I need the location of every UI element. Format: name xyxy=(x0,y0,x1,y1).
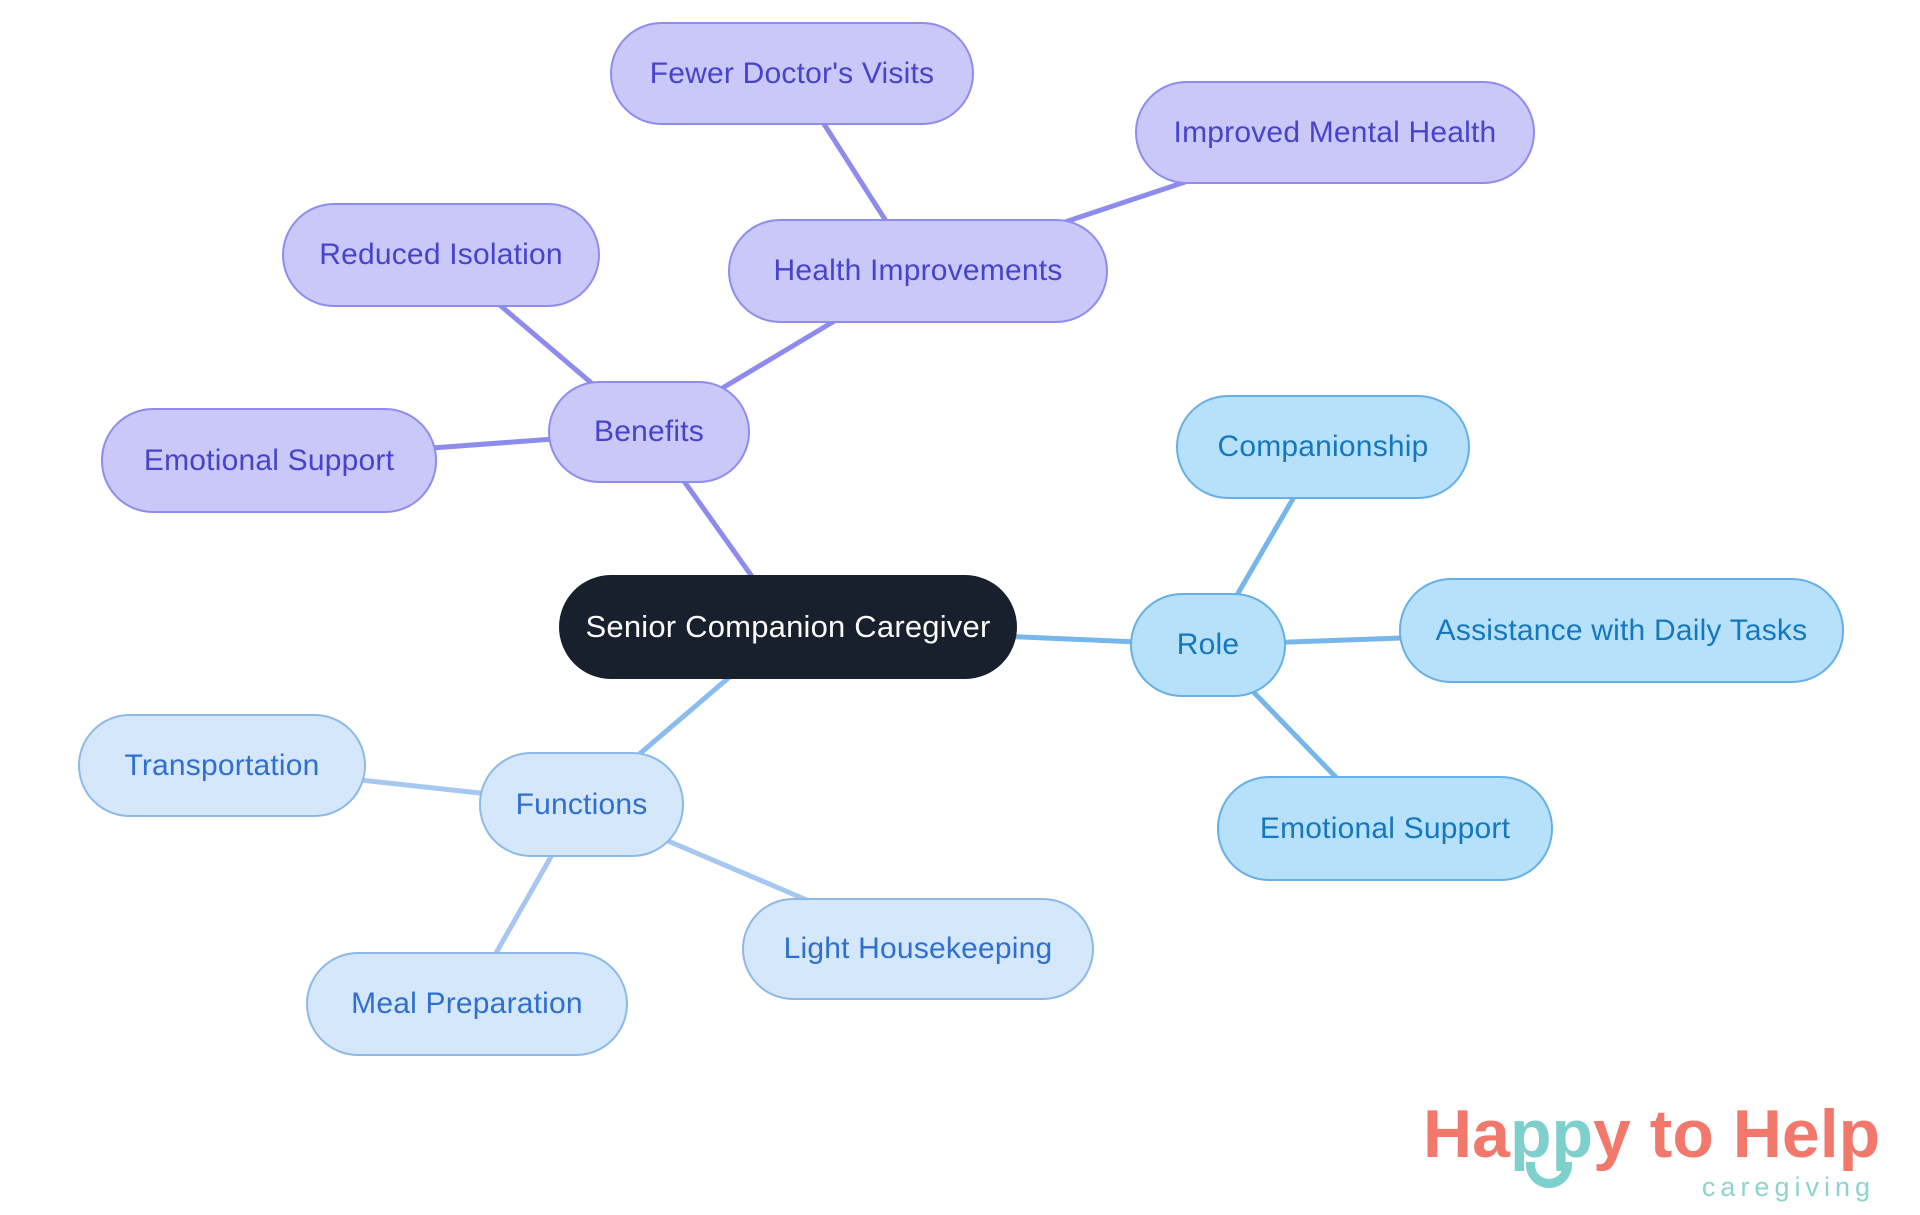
logo-seg-teal-pp: pp xyxy=(1510,1100,1593,1188)
node-health-improvements: Health Improvements xyxy=(728,219,1108,323)
node-emotional-support-benefits: Emotional Support xyxy=(101,408,437,513)
node-benefits: Benefits xyxy=(548,381,750,483)
logo-seg-coral-2: y to Help xyxy=(1593,1096,1881,1172)
node-improved-mental-health: Improved Mental Health xyxy=(1135,81,1535,184)
node-role: Role xyxy=(1130,593,1286,697)
smile-icon xyxy=(1525,1162,1572,1188)
node-assistance-with-daily-tasks: Assistance with Daily Tasks xyxy=(1399,578,1844,683)
node-emotional-support-role: Emotional Support xyxy=(1217,776,1553,881)
node-transportation: Transportation xyxy=(78,714,366,817)
node-fewer-doctors-visits: Fewer Doctor's Visits xyxy=(610,22,974,125)
node-functions: Functions xyxy=(479,752,684,857)
node-reduced-isolation: Reduced Isolation xyxy=(282,203,600,307)
logo-pp-text: pp xyxy=(1509,1096,1594,1172)
logo-tagline: caregiving xyxy=(1701,1172,1875,1202)
node-companionship: Companionship xyxy=(1176,395,1470,499)
node-light-housekeeping: Light Housekeeping xyxy=(742,898,1094,1000)
node-central-senior-companion-caregiver: Senior Companion Caregiver xyxy=(559,575,1017,679)
logo-seg-coral-1: Ha xyxy=(1423,1096,1510,1172)
node-meal-preparation: Meal Preparation xyxy=(306,952,628,1056)
